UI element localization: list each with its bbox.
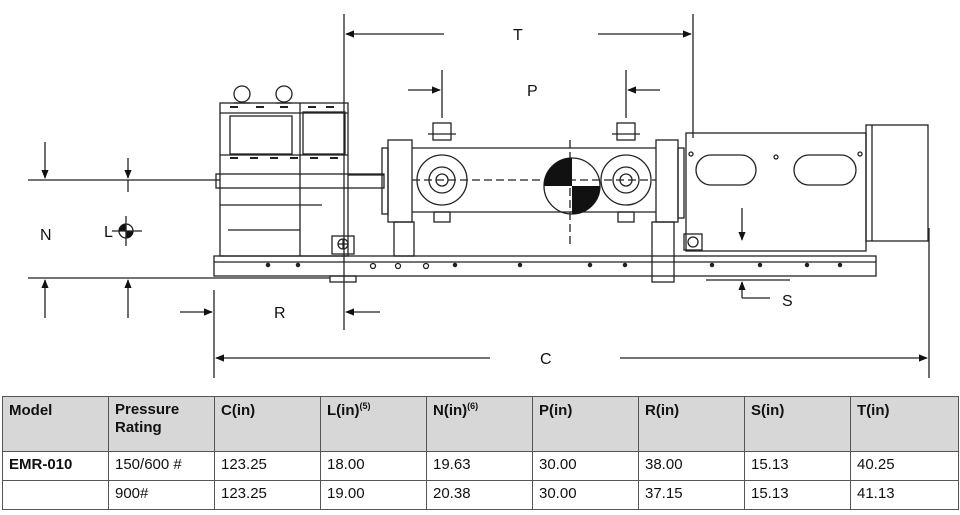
dim-label-l: L: [104, 224, 113, 241]
left-frame: [215, 85, 385, 257]
equipment-dimension-drawing: T P N L R S C: [28, 14, 930, 378]
header-r: R(in): [638, 396, 745, 452]
dim-label-s: S: [782, 293, 793, 310]
cell-l: 18.00: [320, 451, 427, 481]
header-model: Model: [2, 396, 109, 452]
header-c: C(in): [214, 396, 321, 452]
cell-p: 30.00: [532, 451, 639, 481]
cell-s: 15.13: [744, 480, 851, 510]
cell-p: 30.00: [532, 480, 639, 510]
cell-pressure: 900#: [108, 480, 215, 510]
cell-model: EMR-010: [2, 451, 109, 481]
dimensions-table: Model Pressure Rating C(in) L(in)(5) N(i…: [2, 396, 959, 510]
motor-assembly: [683, 124, 929, 252]
header-p: P(in): [532, 396, 639, 452]
header-t: T(in): [850, 396, 959, 452]
cell-n: 20.38: [426, 480, 533, 510]
pipe-spool: [381, 122, 685, 248]
dimension-l: [112, 158, 142, 318]
cell-c: 123.25: [214, 451, 321, 481]
header-s: S(in): [744, 396, 851, 452]
header-l: L(in)(5): [320, 396, 427, 452]
cell-c: 123.25: [214, 480, 321, 510]
cell-r: 38.00: [638, 451, 745, 481]
cell-l: 19.00: [320, 480, 427, 510]
cell-s: 15.13: [744, 451, 851, 481]
cell-r: 37.15: [638, 480, 745, 510]
dim-label-c: C: [540, 351, 552, 368]
cell-t: 40.25: [850, 451, 959, 481]
cell-t: 41.13: [850, 480, 959, 510]
dim-label-t: T: [513, 27, 523, 44]
table-row: 900# 123.25 19.00 20.38 30.00 37.15 15.1…: [2, 480, 959, 510]
base-skid: [213, 221, 877, 283]
cell-model: [2, 480, 109, 510]
dimension-p: [408, 70, 660, 118]
dim-label-n: N: [40, 227, 52, 244]
cell-n: 19.63: [426, 451, 533, 481]
dim-label-r: R: [274, 305, 286, 322]
header-n: N(in)(6): [426, 396, 533, 452]
extension-lines: [28, 14, 930, 378]
header-pressure-rating: Pressure Rating: [108, 396, 215, 452]
table-header-row: Model Pressure Rating C(in) L(in)(5) N(i…: [2, 396, 959, 452]
dimension-s: [706, 208, 790, 299]
table-row: EMR-010 150/600 # 123.25 18.00 19.63 30.…: [2, 451, 959, 481]
cell-pressure: 150/600 #: [108, 451, 215, 481]
center-of-gravity-marker: [543, 157, 601, 215]
dim-label-p: P: [527, 83, 538, 100]
